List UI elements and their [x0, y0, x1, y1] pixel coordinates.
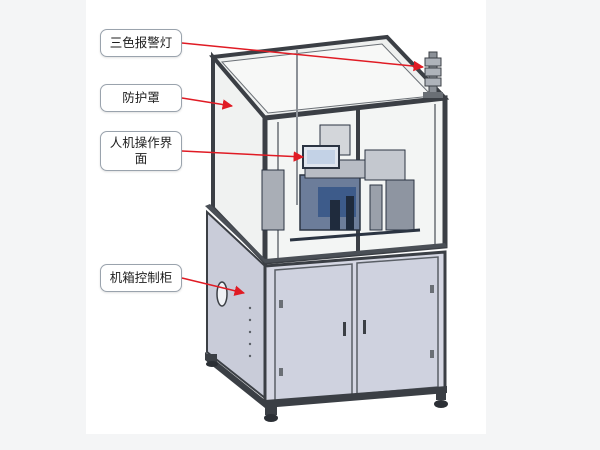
callout-protective-cover: 防护罩: [100, 84, 182, 112]
arrow-tower-light: [181, 42, 425, 72]
callout-control-cabinet-label: 机箱控制柜: [109, 270, 173, 285]
tower-light: [423, 51, 443, 99]
hmi-screen: [302, 145, 340, 169]
arrow-cover: [181, 97, 234, 110]
callout-control-cabinet: 机箱控制柜: [100, 264, 182, 292]
callout-hmi-label: 人机操作界面: [109, 135, 173, 166]
callout-hmi: 人机操作界面: [100, 131, 182, 171]
callout-tower-light-label: 三色报警灯: [109, 35, 173, 50]
callout-protective-cover-label: 防护罩: [122, 90, 160, 105]
casters: [206, 354, 448, 422]
callout-arrows: [181, 42, 425, 296]
callout-tower-light: 三色报警灯: [100, 29, 182, 57]
arrow-cabinet: [181, 277, 246, 296]
control-cabinet: [205, 204, 447, 408]
arrow-hmi: [181, 150, 305, 162]
